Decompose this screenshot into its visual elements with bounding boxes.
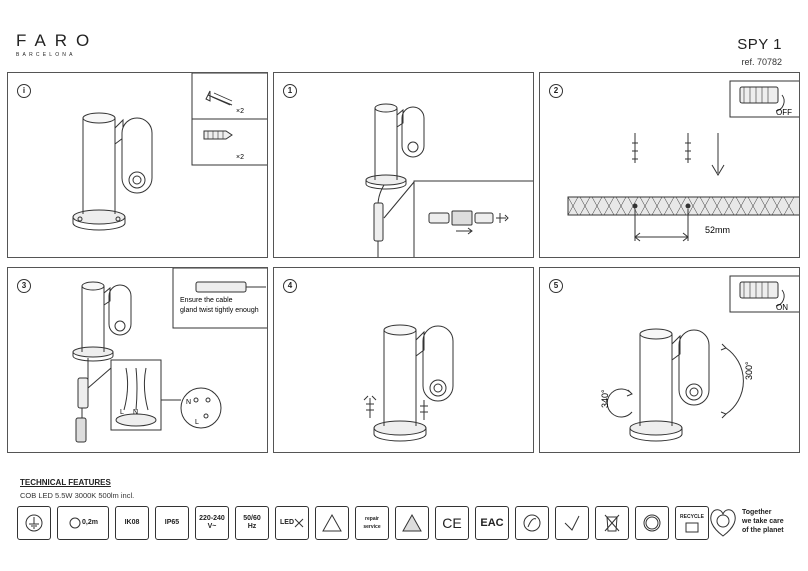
product-name: SPY 1 xyxy=(737,36,782,53)
panel-step-1: 1 xyxy=(273,72,534,258)
cable-length-badge: 0,2m xyxy=(57,506,109,540)
voltage-value: 220-240 xyxy=(199,515,225,522)
voltage-unit: V~ xyxy=(207,523,217,530)
technical-spec: COB LED 5.5W 3000K 500lm incl. xyxy=(20,491,135,500)
wire-n-label: N xyxy=(133,409,138,416)
earth-ground-icon xyxy=(17,506,51,540)
safety-triangle-icon xyxy=(315,506,349,540)
planet-line3: of the planet xyxy=(742,527,784,534)
step-number: i xyxy=(17,84,31,98)
step-3-illustration: Ensure the cable gland twist tightly eno… xyxy=(72,268,267,443)
step-5-illustration: 340° 300° ON xyxy=(600,275,799,442)
step-number: 4 xyxy=(283,279,297,293)
planet-slogan: Together we take care of the planet xyxy=(742,508,784,535)
recycle-badge: RECYCLE xyxy=(675,506,709,540)
certification-badges: 0,2m IK08 IP65 220-240 V~ 50/60 Hz LED r… xyxy=(17,506,717,542)
energy-label-icon xyxy=(515,506,549,540)
recycle-bin-icon xyxy=(685,522,699,533)
weee-bin-icon xyxy=(595,506,629,540)
frequency-value: 50/60 xyxy=(243,515,261,522)
step-number: 2 xyxy=(549,84,563,98)
frequency-unit: Hz xyxy=(247,523,257,530)
technical-features: TECHNICAL FEATURES COB LED 5.5W 3000K 50… xyxy=(20,478,134,500)
panel-step-2: 2 OFF 52mm xyxy=(539,72,800,258)
cable-note-line2: gland twist tightly enough xyxy=(180,307,259,314)
planet-heart-icon xyxy=(710,509,736,537)
led-badge: LED xyxy=(275,506,309,540)
voltage-badge: 220-240 V~ xyxy=(195,506,229,540)
cable-note-line1: Ensure the cable xyxy=(180,297,233,304)
esd-warning-icon xyxy=(395,506,429,540)
cable-icon xyxy=(69,517,81,529)
ik-rating-badge: IK08 xyxy=(115,506,149,540)
lamp-illustration xyxy=(72,112,153,231)
step-number: 1 xyxy=(283,84,297,98)
brand-subtitle: BARCELONA xyxy=(16,52,76,58)
planet-line2: we take care xyxy=(742,518,784,525)
panel-step-4: 4 xyxy=(273,267,534,453)
repair-service-badge: repair service xyxy=(355,506,389,540)
brand-name: FARO xyxy=(16,31,99,50)
frequency-badge: 50/60 Hz xyxy=(235,506,269,540)
ip-rating-badge: IP65 xyxy=(155,506,189,540)
cable-length-text: 0,2m xyxy=(82,519,98,526)
panel-step-3: 3 Ensure the ca xyxy=(7,267,268,453)
eac-mark: EAC xyxy=(475,506,509,540)
planet-message: Together we take care of the planet xyxy=(708,503,804,543)
technical-title: TECHNICAL FEATURES xyxy=(20,478,111,487)
panel-step-5: 5 340° 300° ON xyxy=(539,267,800,453)
step-2-illustration: OFF 52mm xyxy=(567,80,799,242)
distance-label: 52mm xyxy=(705,225,730,235)
rotation-340-label: 340° xyxy=(600,389,610,408)
led-text: LED xyxy=(280,519,294,526)
recycle-text: RECYCLE xyxy=(680,514,704,520)
repair-service-text: repair service xyxy=(363,516,381,530)
product-ref: ref. 70782 xyxy=(741,57,782,67)
panel-info: i ×2 ×2 xyxy=(7,72,268,258)
planet-line1: Together xyxy=(742,509,772,516)
wire-l-label: L xyxy=(120,409,124,416)
step-number: 3 xyxy=(17,279,31,293)
step-1-illustration xyxy=(365,103,533,257)
ce-mark: CE xyxy=(435,506,469,540)
green-dot-icon xyxy=(635,506,669,540)
product-info: SPY 1 ref. 70782 xyxy=(737,36,782,67)
terminal-n-label: N xyxy=(186,399,191,406)
step-number: 5 xyxy=(549,279,563,293)
ecodesign-icon xyxy=(555,506,589,540)
rotation-300-label: 300° xyxy=(744,361,754,380)
switch-off-label: OFF xyxy=(776,108,792,117)
step-4-illustration xyxy=(363,324,454,442)
terminal-l-label: L xyxy=(195,419,199,426)
switch-on-label: ON xyxy=(776,303,788,312)
cross-icon xyxy=(294,518,304,528)
brand-logo: FARO BARCELONA xyxy=(16,31,98,58)
